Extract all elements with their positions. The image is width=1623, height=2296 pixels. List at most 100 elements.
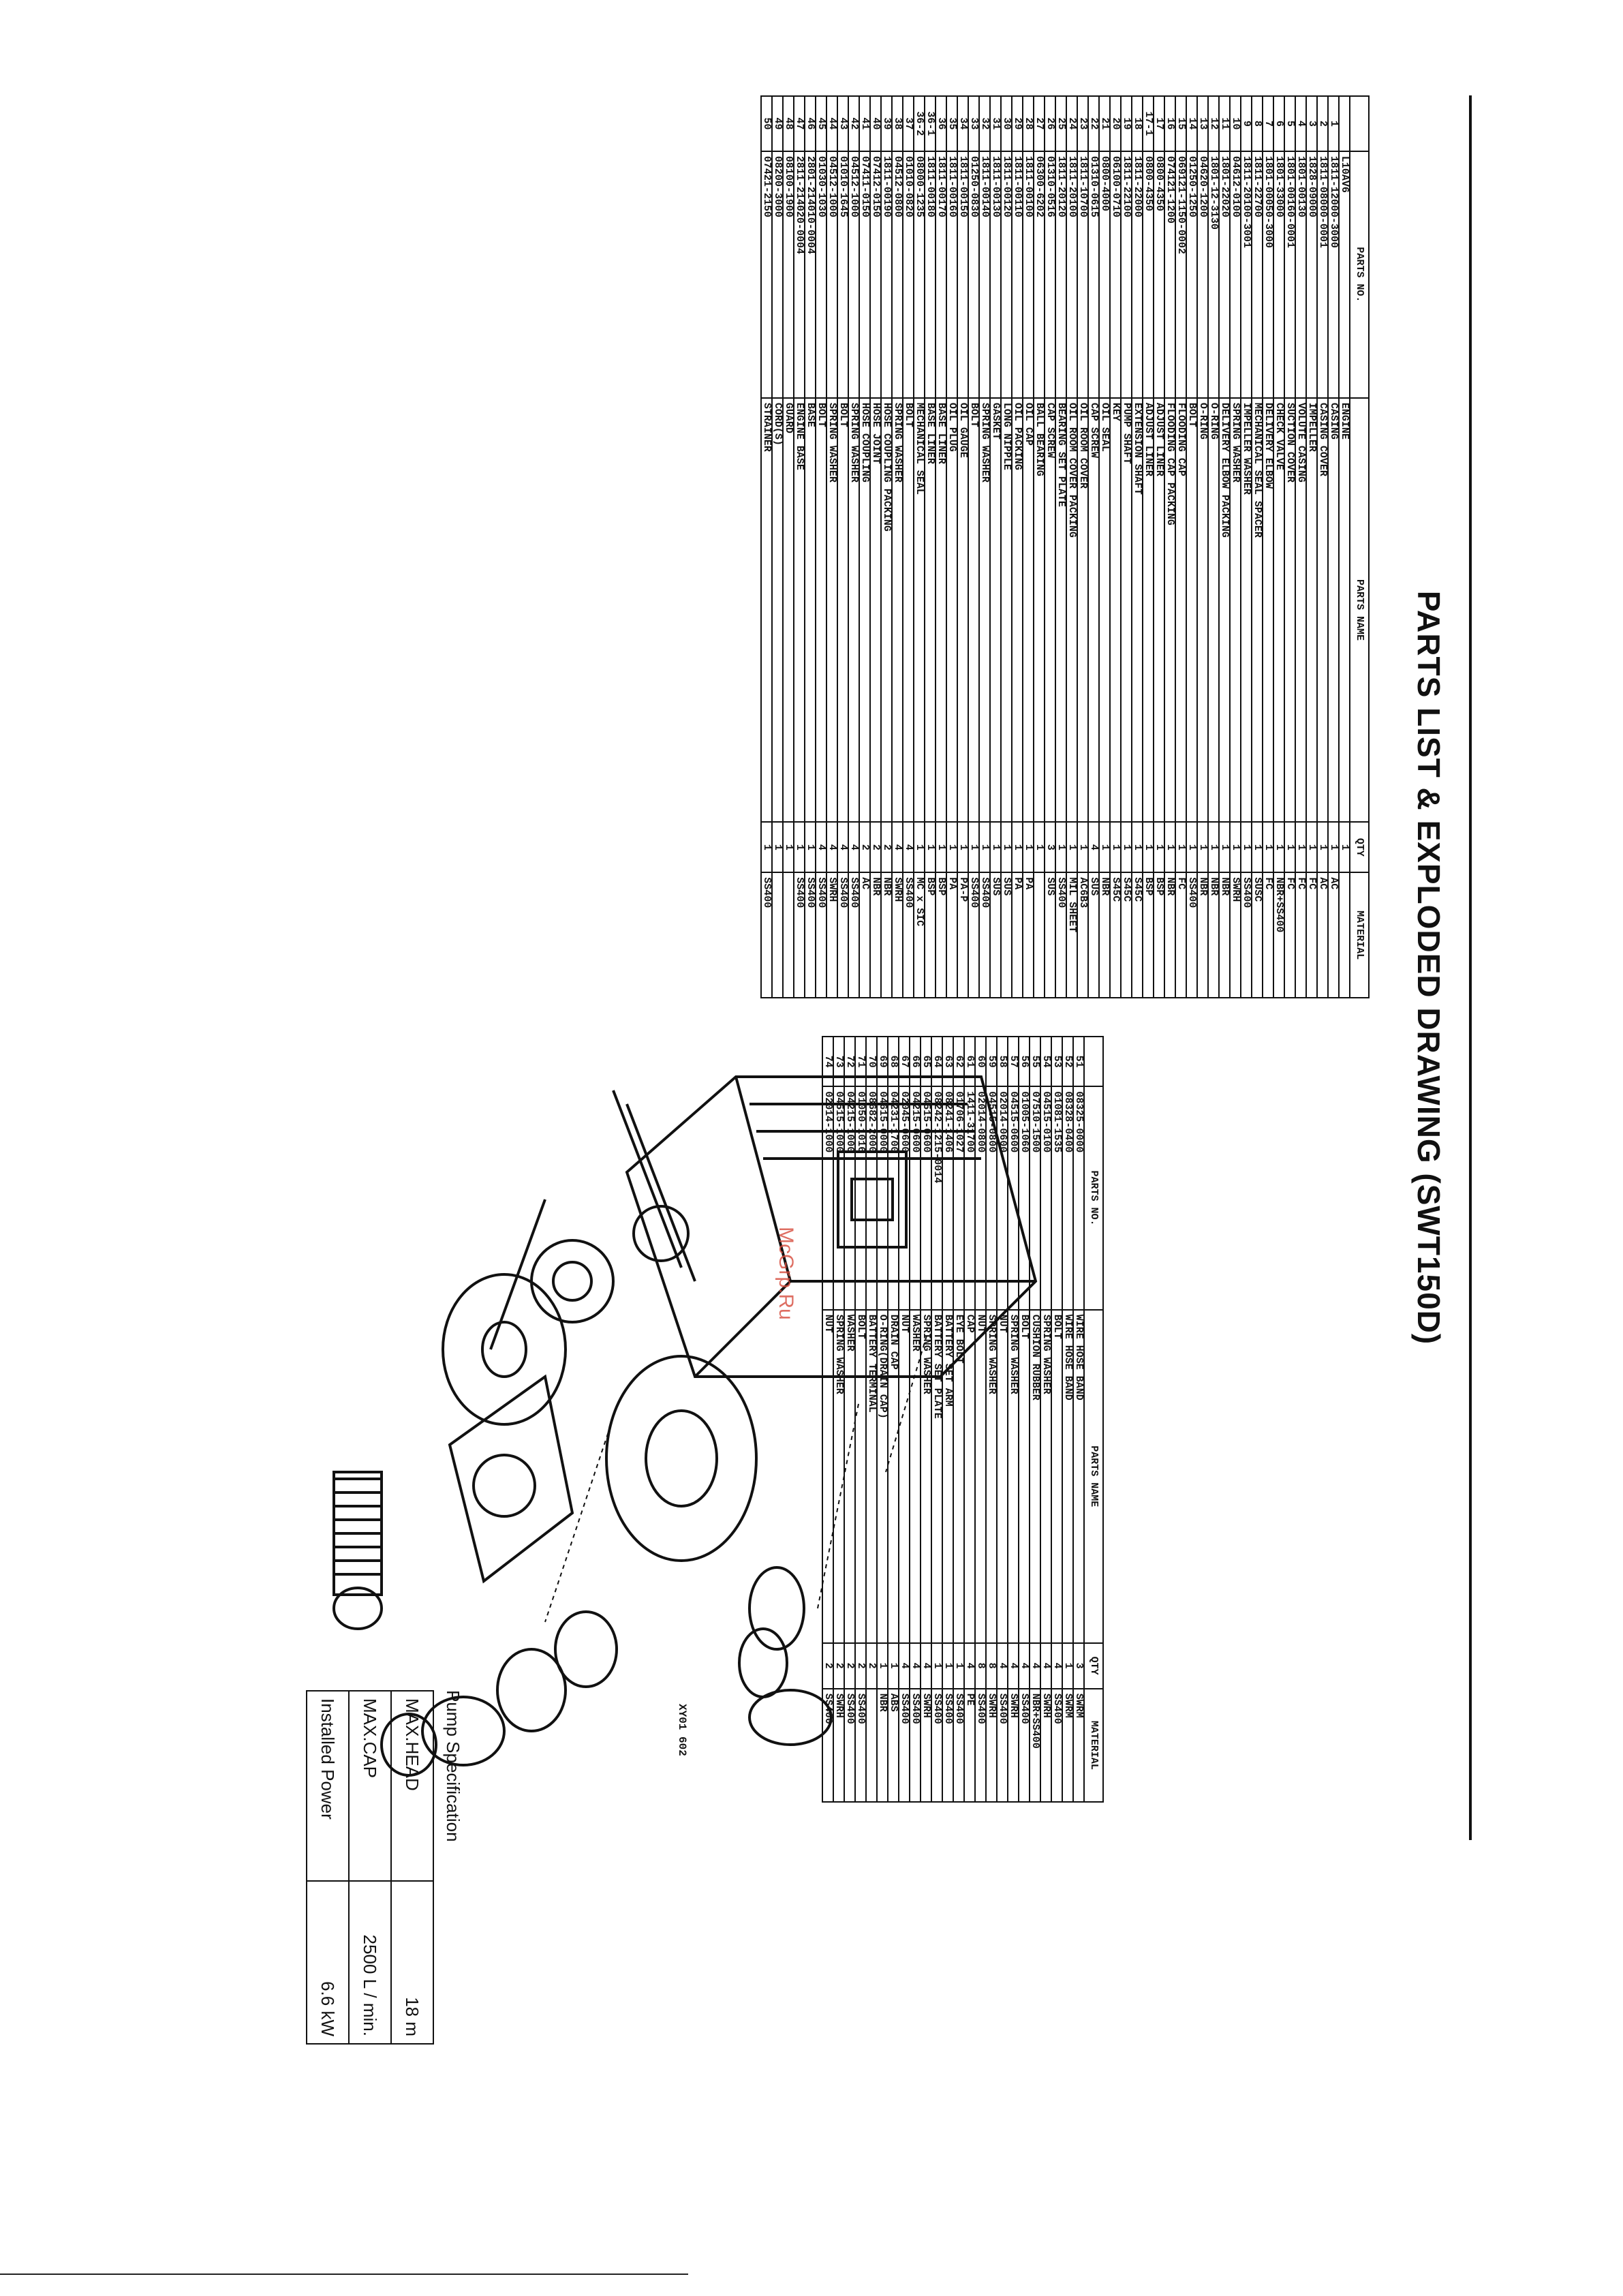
- part-name: SPRING WASHER: [826, 397, 837, 823]
- part-material: SWRM: [1073, 1688, 1084, 1802]
- part-material: [1339, 872, 1350, 998]
- part-qty: 1: [1208, 822, 1219, 873]
- part-number: 1811-00140: [979, 151, 990, 398]
- part-number: 1801-00050-3000: [1263, 151, 1273, 398]
- part-material: SS400: [837, 872, 848, 998]
- part-index: 37: [903, 96, 914, 151]
- part-qty: 1: [1306, 822, 1317, 873]
- part-name: ADJUST LINER: [1143, 397, 1154, 823]
- header-part-no: PARTS NO.: [1084, 1086, 1103, 1310]
- part-qty: 1: [1241, 822, 1252, 873]
- part-number: 074121-1200: [1164, 151, 1175, 398]
- table-header-row: PARTS NO. PARTS NAME QTY MATERIAL: [1084, 1037, 1103, 1802]
- spec-title: Pump Specification: [443, 1690, 463, 1842]
- part-name: GUARD: [783, 397, 794, 823]
- part-qty: 4: [892, 822, 903, 873]
- part-index: 38: [892, 96, 903, 151]
- part-name: MECHANICAL SEAL: [914, 397, 925, 823]
- part-qty: 1: [805, 822, 816, 873]
- part-index: 1: [1328, 96, 1339, 151]
- part-material: NBR: [1099, 872, 1110, 998]
- part-qty: 1: [1219, 822, 1230, 873]
- header-qty: QTY: [1350, 822, 1369, 873]
- part-number: 1811-00120: [1001, 151, 1012, 398]
- part-name: OIL ROOM COVER: [1077, 397, 1088, 823]
- part-material: AC: [859, 872, 870, 998]
- part-qty: 1: [1263, 822, 1273, 873]
- part-number: 1811-00170: [936, 151, 946, 398]
- header-part-name: PARTS NAME: [1084, 1309, 1103, 1643]
- part-index: 5: [1284, 96, 1295, 151]
- part-name: CAP SCREW: [1045, 397, 1055, 823]
- part-name: OIL GAUGE: [957, 397, 968, 823]
- part-qty: 3: [1073, 1642, 1084, 1689]
- hose-couplings: [380, 1566, 833, 1777]
- part-qty: 1: [1012, 822, 1023, 873]
- part-number: 1801-00160-0001: [1284, 151, 1295, 398]
- spec-value: 6.6 kW: [307, 1880, 349, 2044]
- part-number: 06300-6202: [1034, 151, 1045, 398]
- part-qty: 1: [1197, 822, 1208, 873]
- part-number: 1811-00110: [1012, 151, 1023, 398]
- part-number: 1828-09000: [1306, 151, 1317, 398]
- watermark: McGrp.Ru: [775, 1227, 797, 1320]
- part-qty: 2: [859, 822, 870, 873]
- part-qty: 1: [1273, 822, 1284, 873]
- leader-lines: [544, 1335, 927, 1623]
- part-index: 16: [1164, 96, 1175, 151]
- part-number: 01010-0820: [903, 151, 914, 398]
- part-material: SUS: [990, 872, 1001, 998]
- part-name: BOLT: [1186, 397, 1197, 823]
- part-name: IMPELLER: [1306, 397, 1317, 823]
- part-index: 30: [1001, 96, 1012, 151]
- shaft-assembly: [489, 1090, 696, 1350]
- part-material: NBR: [1164, 872, 1175, 998]
- part-name: OIL PACKING: [1012, 397, 1023, 823]
- rotated-page: PARTS LIST & EXPLODED DRAWING (SWT150D) …: [218, 95, 1472, 2044]
- part-number: 1811-22700: [1252, 151, 1263, 398]
- part-qty: 1: [1121, 822, 1132, 873]
- part-number: 07421-2150: [761, 151, 772, 398]
- part-material: PA: [946, 872, 957, 998]
- part-number: 08200-3000: [772, 151, 783, 398]
- part-material: SWRH: [826, 872, 837, 998]
- spec-value: 18 m: [391, 1880, 433, 2044]
- part-name: OIL CAP: [1023, 397, 1034, 823]
- part-number: 1811-00180: [925, 151, 936, 398]
- part-qty: 1: [1284, 822, 1295, 873]
- part-number: 08325-0000: [1073, 1086, 1084, 1310]
- part-number: 1801-00130: [1295, 151, 1306, 398]
- part-index: 12: [1208, 96, 1219, 151]
- header-qty: QTY: [1084, 1642, 1103, 1689]
- part-index: 44: [826, 96, 837, 151]
- part-index: 11: [1219, 96, 1230, 151]
- part-index: 51: [1073, 1037, 1084, 1087]
- pump-casing: [448, 1355, 758, 1584]
- part-name: FLOODING CAP: [1175, 397, 1186, 823]
- part-name: ADJUST LINER: [1154, 397, 1164, 823]
- part-qty: 4: [903, 822, 914, 873]
- part-number: 1811-20120: [1055, 151, 1066, 398]
- part-number: 1801-12-3130: [1208, 151, 1219, 398]
- header-material: MATERIAL: [1084, 1688, 1103, 1802]
- part-material: SS400: [794, 872, 805, 998]
- part-name: CHECK VALVE: [1273, 397, 1284, 823]
- part-name: SUCTION COVER: [1284, 397, 1295, 823]
- part-number: 01310-0516: [1045, 151, 1055, 398]
